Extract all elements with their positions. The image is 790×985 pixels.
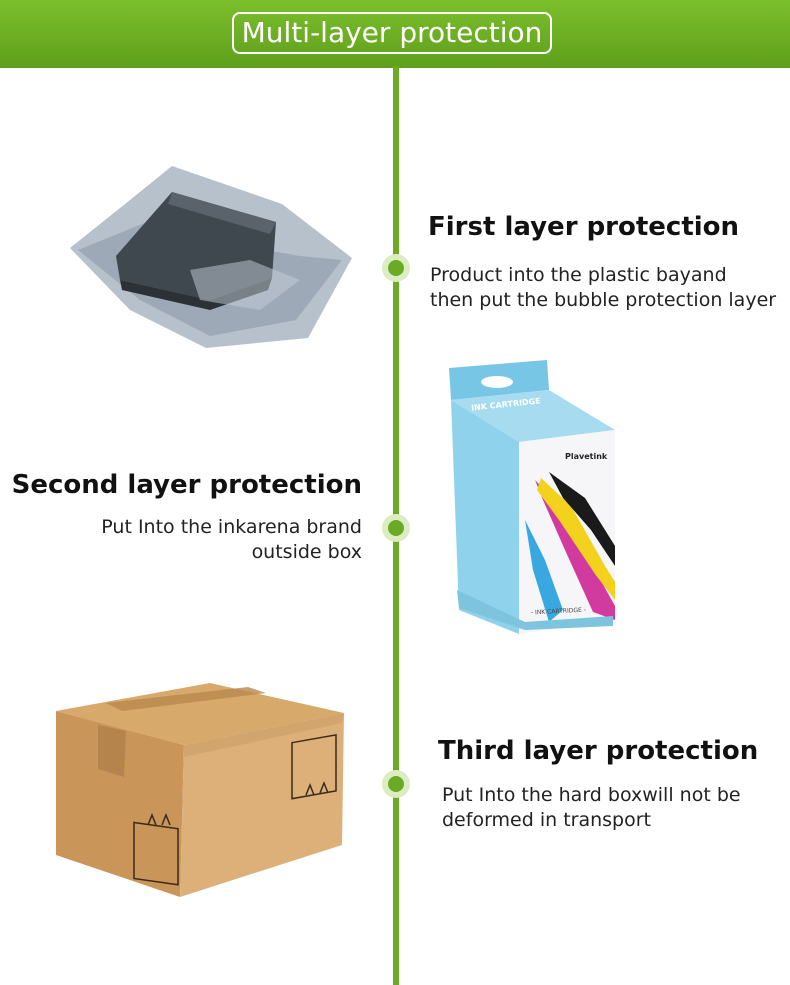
timeline-dot-3	[382, 770, 410, 798]
layer-1-title: First layer protection	[428, 212, 740, 242]
layer-1-line-1: Product into the plastic bayand	[430, 264, 727, 286]
cardboard-box-image	[56, 683, 344, 897]
box-label-brand: Plavetink	[565, 452, 608, 461]
layer-3-line-2: deformed in transport	[442, 809, 651, 831]
layer-2-line-2: outside box	[251, 541, 362, 563]
layer-1-line-2: then put the bubble protection layer	[430, 289, 777, 311]
layer-2-line-1: Put Into the inkarena brand	[101, 516, 362, 538]
layer-3-title: Third layer protection	[438, 736, 759, 766]
header-banner: Multi-layer protection	[0, 0, 790, 68]
timeline-dot-1	[382, 254, 410, 282]
timeline-dot-2	[382, 514, 410, 542]
layer-2-title: Second layer protection	[11, 470, 362, 500]
page-title: Multi-layer protection	[232, 12, 552, 54]
plastic-bag-cartridge-image	[70, 166, 352, 348]
ink-cartridge-box-image: INK CARTRIDGE Plavetink - INK CARTRIDGE …	[445, 360, 620, 640]
layer-3-line-1: Put Into the hard boxwill not be	[442, 784, 741, 806]
